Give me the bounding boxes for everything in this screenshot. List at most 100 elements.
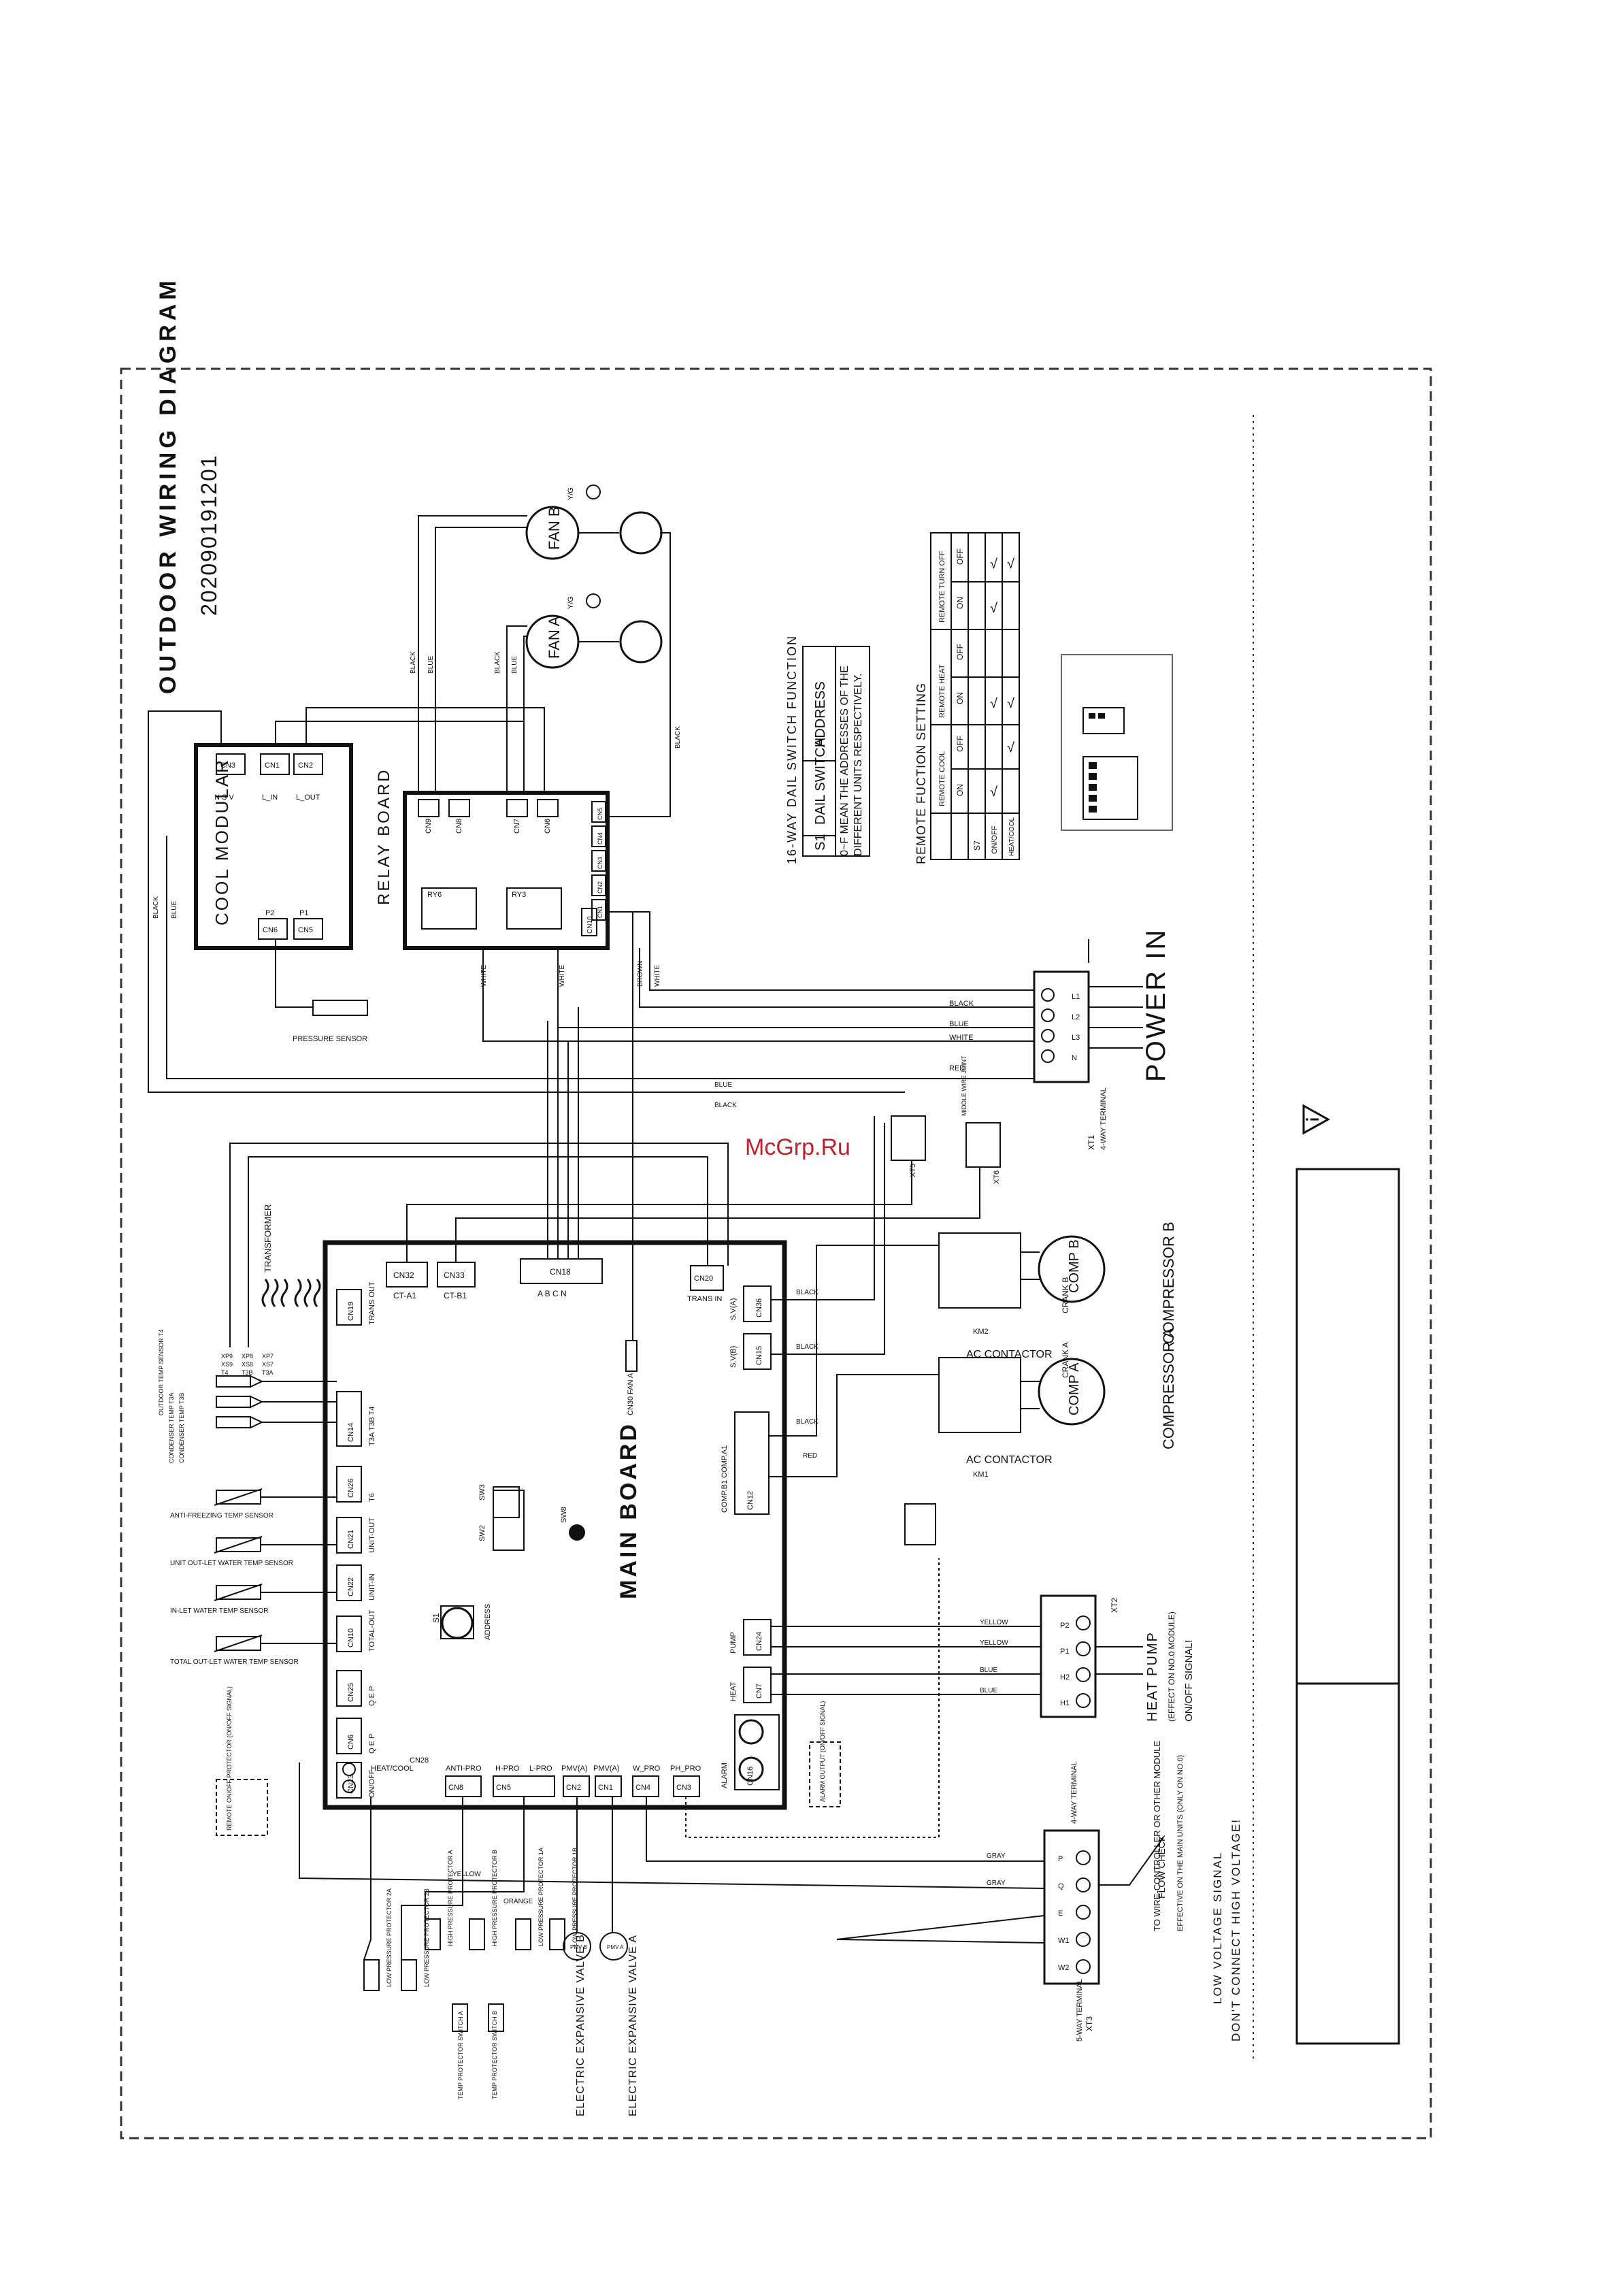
address-switch	[441, 1607, 474, 1639]
relay-conn-label: CN1	[597, 906, 604, 918]
terminal-screw	[1076, 1616, 1091, 1630]
connector-desc-bottom: PH_PRO	[670, 1765, 701, 1773]
pressure-sensor	[312, 1000, 368, 1016]
terminal-screw	[1041, 1008, 1055, 1022]
middle-joint-box	[904, 1503, 936, 1545]
contactor-id: KM1	[973, 1471, 989, 1479]
alarm-terminal	[738, 1719, 764, 1745]
remote-sub-5: ON	[955, 597, 965, 609]
check-mark: √	[990, 785, 997, 800]
diagram-title: OUTDOOR WIRING DIAGRAM	[155, 276, 181, 694]
terminal-pin: P	[1058, 1855, 1063, 1863]
wire	[609, 911, 1034, 991]
diagram-code: 202090191201	[197, 454, 221, 616]
sensor-id: XP7	[262, 1353, 274, 1360]
main-board	[323, 1240, 787, 1810]
alarm-output-box	[809, 1741, 841, 1807]
alarm-output-label: ALARM OUTPUT (ON/OFF SIGNAL)	[819, 1701, 826, 1802]
wire-color-label: BLACK	[796, 1418, 819, 1426]
wire	[455, 1167, 980, 1262]
relay-ry6	[421, 887, 477, 930]
connector-desc-left: TRANS OUT	[368, 1281, 376, 1325]
connector-label-bottom: CN2	[566, 1784, 581, 1792]
onoff-signal-label: ON/OFF SIGNAL!	[1183, 1640, 1195, 1722]
pressure-protector	[425, 1918, 441, 1950]
connector-label-cn21: CN21	[347, 1530, 355, 1549]
compressor-a-title: COMPRESSOR A	[1160, 1328, 1177, 1449]
connector-label-cn30: CN30 FAN A	[627, 1373, 635, 1415]
wire-color-label: RED	[803, 1452, 817, 1460]
sensor-label-condenser: CONDENSER TEMP T3B	[178, 1392, 185, 1463]
wire-color-label: YELLOW	[452, 1871, 481, 1878]
connector-desc-bottom: L-PRO	[529, 1765, 552, 1773]
contactor-id: KM2	[973, 1328, 989, 1336]
connector-desc-left: TOTAL-OUT	[368, 1609, 376, 1652]
wire-color-label: WHITE	[559, 964, 566, 987]
terminal-xt3-label: XT3	[1085, 2016, 1094, 2031]
connector-cn1	[595, 1775, 622, 1797]
contactor-label: AC CONTACTOR	[966, 1349, 1053, 1360]
connector-desc-left: UNIT-OUT	[368, 1518, 376, 1553]
pressure-protector	[363, 1959, 380, 1991]
terminal-xt6-label: XT6	[993, 1170, 1001, 1184]
ground-icon	[586, 485, 601, 499]
connector-cn30	[625, 1340, 638, 1372]
connector-label-bottom: CN3	[676, 1784, 691, 1792]
terminal-screw	[1076, 1905, 1091, 1920]
transformer-coil	[294, 1279, 302, 1307]
transformer-coil	[280, 1279, 288, 1307]
terminal-pin: W2	[1058, 1964, 1070, 1972]
connector-desc-bottom: H-PRO	[495, 1765, 520, 1773]
wire-blue	[148, 836, 905, 1093]
pressure-protector	[515, 1918, 531, 1950]
wire	[299, 1762, 1045, 1889]
wire	[1099, 1837, 1164, 1886]
cool-modular-board	[194, 743, 353, 950]
terminal-xt3-desc: 5-WAY TERMINAL	[1076, 1979, 1084, 2041]
check-mark: √	[990, 557, 997, 572]
protector-label: HIGH PRESSURE PROTECTOR A	[447, 1850, 454, 1946]
relay-conn-label: CN5	[597, 808, 604, 820]
remote-row-onoff: ON/OFF	[991, 825, 999, 854]
terminal-screw	[1041, 1049, 1055, 1063]
connector-cn15	[743, 1333, 772, 1370]
outer-frame	[120, 367, 1432, 2139]
sensor-id: XS7	[262, 1361, 274, 1368]
wire-color-label: BLACK	[796, 1289, 819, 1296]
sensor-id: T3A	[262, 1369, 274, 1376]
sensor-arrow	[214, 1488, 263, 1506]
sensor-diode	[250, 1395, 264, 1409]
relay-conn-label: CN8	[455, 819, 463, 834]
remote-sub-2: OFF	[955, 736, 965, 752]
wire	[836, 1915, 1045, 1940]
main-board-label: MAIN BOARD	[616, 1422, 642, 1599]
sensor-label: ANTI-FREEZING TEMP SENSOR	[170, 1512, 274, 1520]
wire-color-label: BLACK	[949, 1000, 974, 1008]
connector-label-bottom: CN4	[635, 1784, 650, 1792]
terminal-xt6	[965, 1122, 1001, 1168]
sensor-id: XP9	[221, 1353, 233, 1360]
wire-transformer	[248, 1156, 708, 1347]
relay-label-ry3: RY3	[512, 891, 526, 899]
heat-pump-note: (EFFECT ON NO.0 MODULE)	[1167, 1611, 1176, 1722]
sensor-id: T4	[221, 1369, 229, 1376]
connector-cn12	[734, 1411, 770, 1515]
wire-color-label: BLUE	[980, 1667, 997, 1674]
relay-conn	[418, 799, 440, 817]
connector-label-bottom: CN1	[598, 1784, 613, 1792]
crank-label: CRANK A	[1061, 1342, 1070, 1378]
connector-desc-left: T6	[368, 1493, 376, 1502]
wire	[406, 1160, 912, 1262]
relay-board-label: RELAY BOARD	[375, 768, 393, 905]
wire-transformer	[229, 1143, 729, 1347]
wire	[836, 1939, 1045, 1944]
wire-gray	[646, 1797, 1044, 1862]
cool-modular-conn-label: CN3	[220, 761, 235, 770]
connector-desc-cn36: S.V(A)	[729, 1298, 738, 1320]
relay-conn-right	[591, 874, 606, 896]
connector-label-cn7: CN7	[755, 1684, 763, 1699]
remote-col-heat: REMOTE HEAT	[938, 664, 946, 718]
terminal-xt2-label: XT2	[1110, 1598, 1119, 1613]
compressor-label: COMP A	[1067, 1362, 1082, 1415]
